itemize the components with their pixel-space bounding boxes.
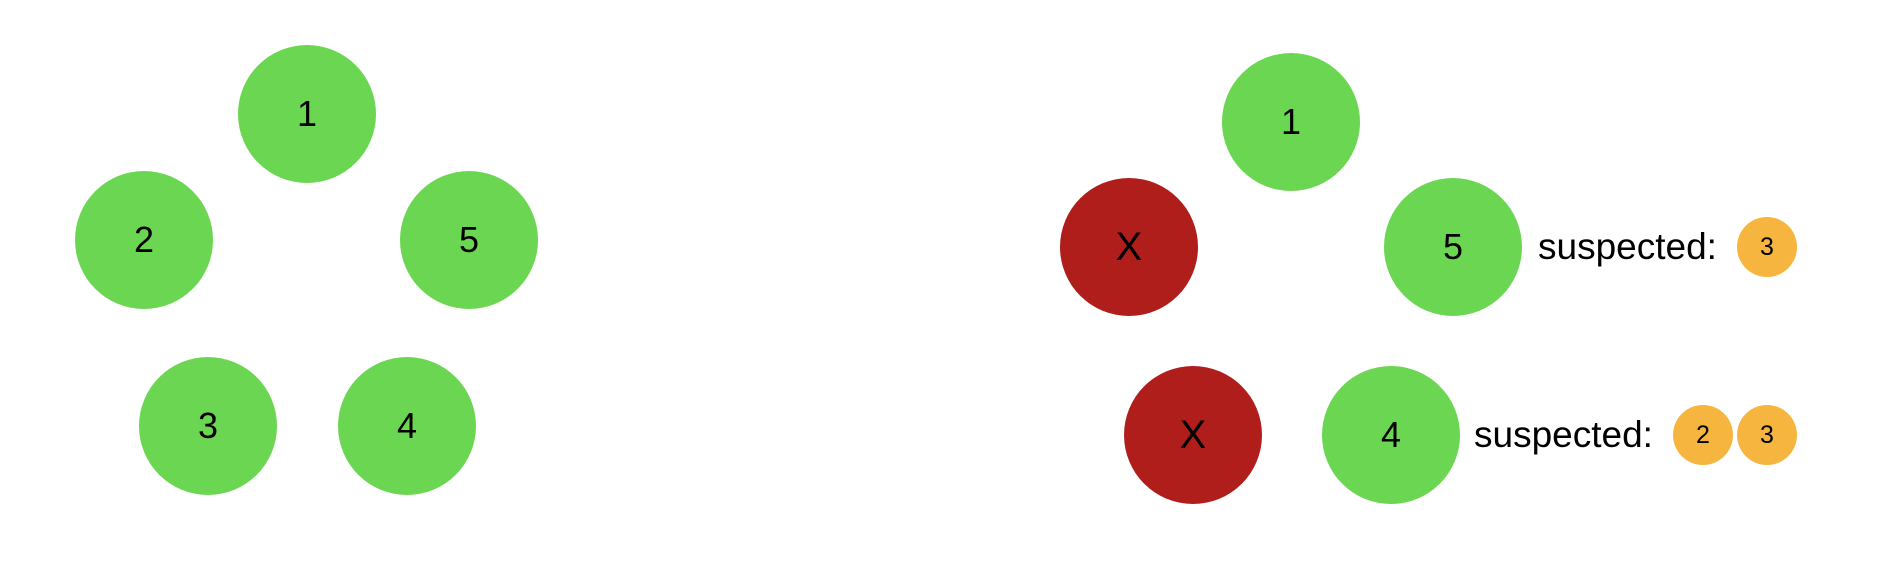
node-label: 1 — [296, 93, 318, 134]
left-node-4: 4 — [338, 357, 476, 495]
node-label: 4 — [1380, 414, 1402, 455]
suspected-label: suspected: — [1474, 414, 1653, 455]
node-label: 3 — [197, 405, 219, 446]
left-node-5: 5 — [400, 171, 538, 309]
node-label: 4 — [396, 405, 418, 446]
right-node-5: 5 — [1384, 178, 1522, 316]
suspect-badge: 2 — [1672, 405, 1733, 465]
suspect-badge-label: 3 — [1760, 420, 1774, 449]
node-label: X — [1179, 412, 1207, 457]
node-label: 5 — [1442, 226, 1464, 267]
right-node-1: 1 — [1222, 53, 1360, 191]
suspect-list-node-4: suspected: 2 3 — [1474, 403, 1801, 467]
suspected-label: suspected: — [1538, 226, 1717, 267]
suspect-badge: 3 — [1736, 405, 1797, 465]
node-label: X — [1115, 224, 1143, 269]
left-node-1: 1 — [238, 45, 376, 183]
right-node-4: 4 — [1322, 366, 1460, 504]
suspect-badge-label: 2 — [1696, 420, 1710, 449]
suspect-list-node-5: suspected: 3 — [1538, 215, 1801, 279]
suspect-badge-label: 3 — [1760, 232, 1774, 261]
right-node-failed-2: X — [1060, 178, 1198, 316]
left-node-3: 3 — [139, 357, 277, 495]
node-label: 2 — [133, 219, 155, 260]
node-label: 5 — [458, 219, 480, 260]
node-label: 1 — [1280, 101, 1302, 142]
right-node-failed-3: X — [1124, 366, 1262, 504]
suspect-badge: 3 — [1736, 217, 1797, 277]
left-node-2: 2 — [75, 171, 213, 309]
